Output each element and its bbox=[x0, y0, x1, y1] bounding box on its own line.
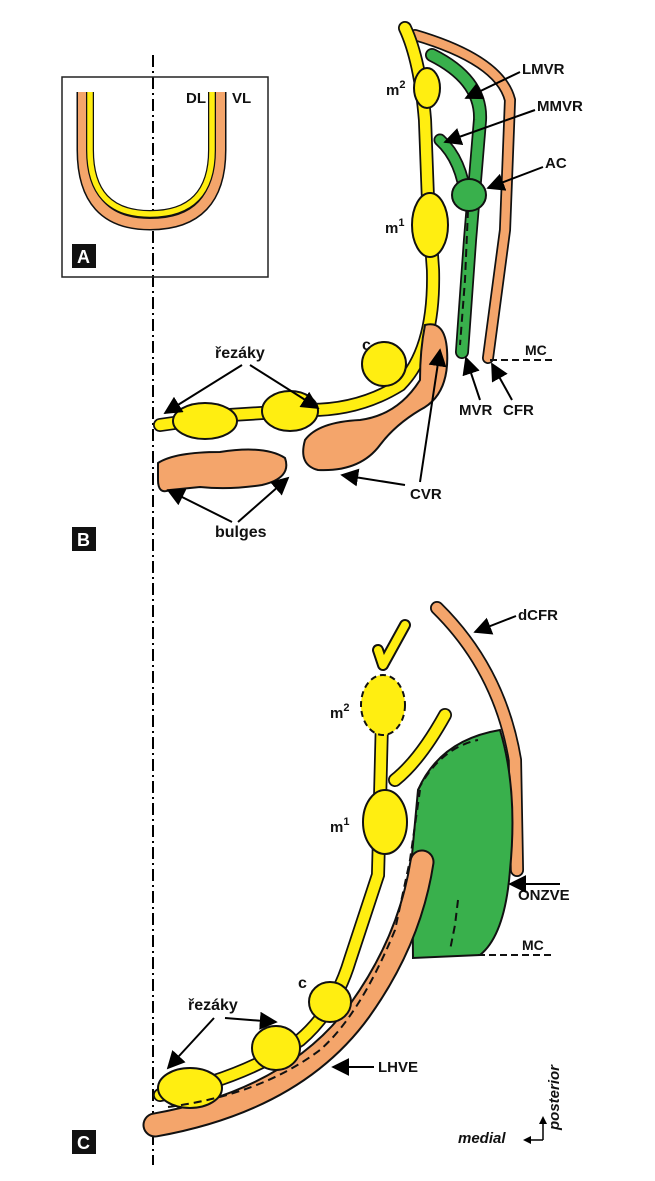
label-b-mvr: MVR bbox=[459, 402, 493, 419]
label-c-onzve: ONZVE bbox=[518, 887, 570, 904]
svg-text:A: A bbox=[77, 247, 90, 267]
panel-c-tag: C bbox=[72, 1130, 96, 1154]
panel-c-green-region bbox=[410, 728, 514, 960]
svg-text:B: B bbox=[77, 530, 90, 550]
panel-c-incisor-germ-1 bbox=[251, 1025, 301, 1071]
panel-b-tag: B bbox=[72, 527, 96, 551]
panel-c-m2-germ bbox=[360, 674, 406, 736]
panel-b-canine-germ bbox=[361, 341, 407, 387]
panel-a-tag: A bbox=[72, 244, 96, 268]
label-c-m2: m2 bbox=[330, 702, 349, 722]
panel-b-bulge-left bbox=[157, 448, 288, 493]
label-b-mmvr: MMVR bbox=[537, 98, 583, 115]
panel-b-incisor-germ-1 bbox=[261, 390, 319, 432]
label-b-ac: AC bbox=[545, 155, 567, 172]
panel-a-yellow-band bbox=[86, 92, 216, 219]
label-c-incisors: řezáky bbox=[188, 997, 238, 1014]
panel-c-m1-germ bbox=[362, 789, 408, 855]
panel-b-cvr bbox=[302, 323, 449, 472]
label-c-lhve: LHVE bbox=[378, 1059, 418, 1076]
panel-b-incisor-germ-2 bbox=[172, 402, 238, 440]
panel-b-m1-germ bbox=[411, 192, 449, 258]
panel-a-frame bbox=[61, 76, 269, 278]
panel-c-incisor-germ-2 bbox=[157, 1067, 223, 1109]
panel-b: m2 m1 c LMVR MMVR AC MC MVR CFR řezáky C… bbox=[72, 21, 583, 551]
panel-c-canine-germ bbox=[308, 981, 352, 1023]
label-c-mc: MC bbox=[522, 937, 544, 953]
label-vl: VL bbox=[232, 90, 251, 107]
axis-label-posterior: posterior bbox=[546, 1064, 563, 1131]
label-b-incisors: řezáky bbox=[215, 345, 265, 362]
label-b-lmvr: LMVR bbox=[522, 61, 565, 78]
label-c-dcfr: dCFR bbox=[518, 607, 558, 624]
label-b-cfr: CFR bbox=[503, 402, 534, 419]
panel-a: DL VL A bbox=[61, 76, 269, 278]
label-b-mc: MC bbox=[525, 342, 547, 358]
svg-text:C: C bbox=[77, 1133, 90, 1153]
label-c-m1: m1 bbox=[330, 816, 349, 836]
label-dl: DL bbox=[186, 90, 206, 107]
panel-b-ac-bulge bbox=[451, 178, 487, 212]
label-b-m2: m2 bbox=[386, 79, 405, 99]
panel-b-m2-germ bbox=[413, 67, 441, 109]
label-b-cvr: CVR bbox=[410, 486, 442, 503]
label-b-c: c bbox=[362, 337, 371, 354]
label-c-c: c bbox=[298, 975, 307, 992]
label-b-m1: m1 bbox=[385, 217, 404, 237]
panel-c: dCFR m2 m1 c ONZVE MC řezáky LHVE medial… bbox=[72, 601, 570, 1154]
axis-label-medial: medial bbox=[458, 1130, 506, 1147]
label-b-bulges: bulges bbox=[215, 524, 267, 541]
